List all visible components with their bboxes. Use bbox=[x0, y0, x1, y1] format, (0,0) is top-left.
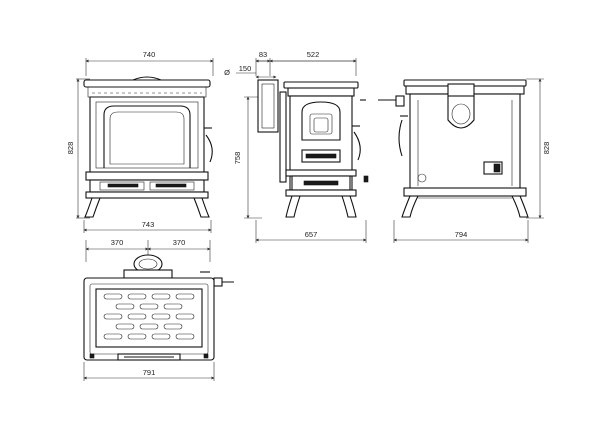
back-height-label: 828 bbox=[542, 142, 551, 155]
front-height-label: 828 bbox=[66, 142, 75, 155]
side-depth-total-dimension: 657 bbox=[255, 220, 367, 243]
side-flue-diameter-dimension: Ø 150 bbox=[224, 64, 277, 79]
back-width-dimension: 794 bbox=[393, 220, 529, 243]
top-body bbox=[83, 254, 234, 361]
side-flue-offset-label: 83 bbox=[259, 50, 267, 59]
top-width-dimension: 791 bbox=[83, 362, 215, 381]
top-grill-slots bbox=[103, 293, 195, 340]
front-base-width-label: 743 bbox=[142, 220, 155, 229]
back-height-dimension: 828 bbox=[526, 78, 551, 219]
side-flue-height-label: 758 bbox=[233, 152, 242, 165]
side-top-dimensions: 83 522 bbox=[255, 50, 357, 76]
top-half-right-label: 370 bbox=[173, 238, 186, 247]
front-top-width-dimension: 740 bbox=[85, 50, 214, 76]
front-height-dimension: 828 bbox=[66, 78, 90, 219]
back-width-label: 794 bbox=[455, 230, 468, 239]
back-body bbox=[378, 79, 529, 218]
front-top-width-label: 740 bbox=[143, 50, 156, 59]
side-depth-total-label: 657 bbox=[305, 230, 318, 239]
side-stove-body bbox=[257, 79, 369, 218]
front-base-width-dimension: 743 bbox=[83, 220, 212, 233]
back-view: 828 794 bbox=[378, 78, 551, 243]
front-stove-body bbox=[83, 76, 213, 218]
side-depth-top-label: 522 bbox=[307, 50, 320, 59]
side-flue-diameter-label: 150 bbox=[239, 64, 252, 73]
top-half-left-label: 370 bbox=[111, 238, 124, 247]
top-view: 370 370 bbox=[83, 238, 234, 381]
side-view: 83 522 Ø 150 758 bbox=[224, 50, 369, 243]
front-view: 740 828 bbox=[66, 50, 214, 233]
top-width-label: 791 bbox=[143, 368, 156, 377]
diameter-symbol: Ø bbox=[224, 68, 230, 77]
